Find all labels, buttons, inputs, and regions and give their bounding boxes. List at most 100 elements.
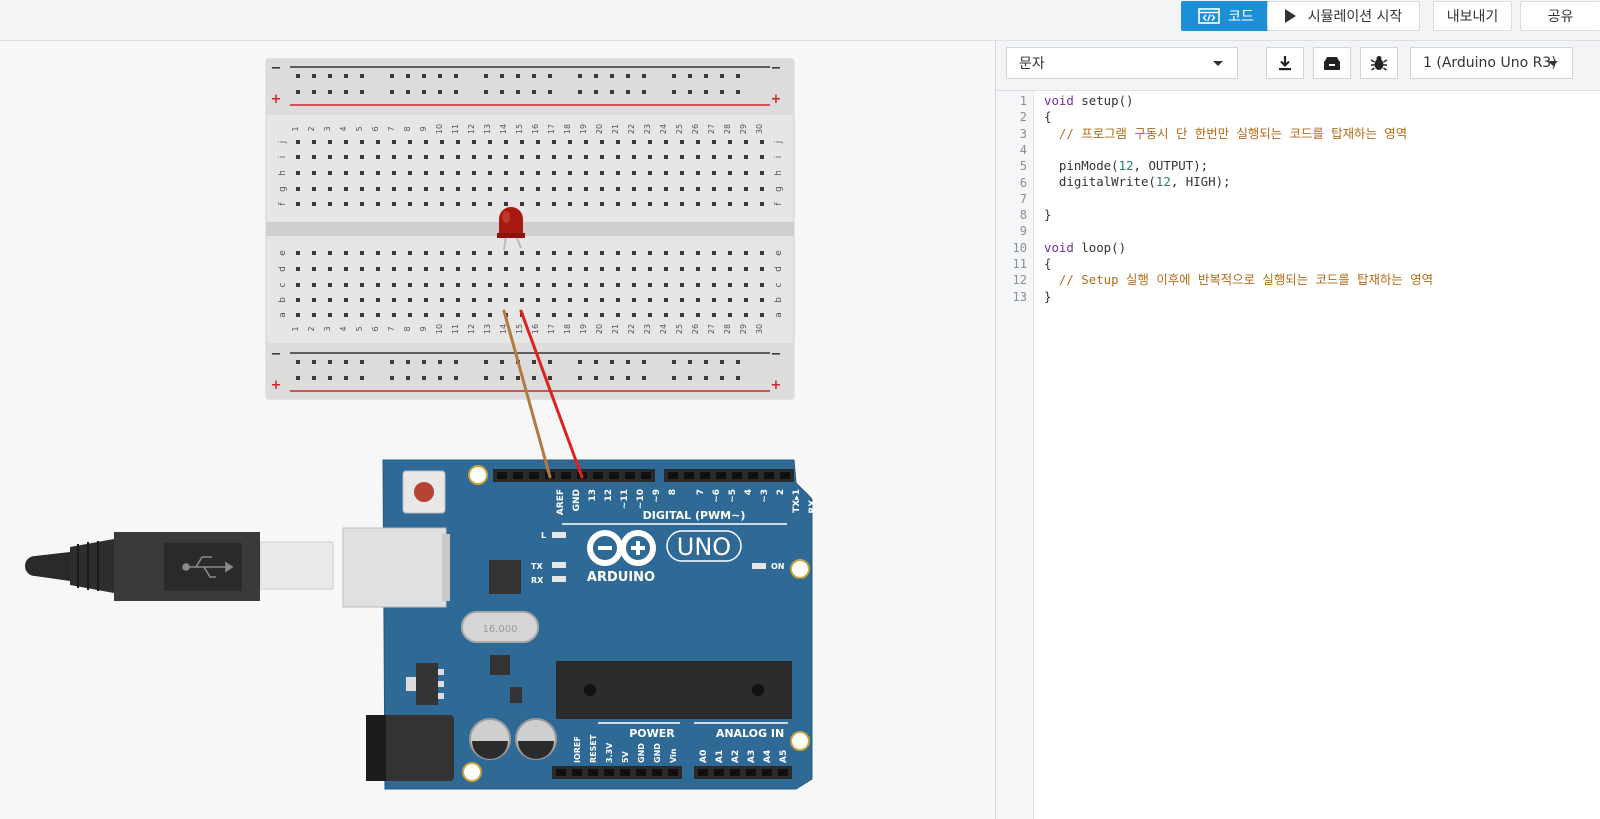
header-pin[interactable]	[684, 472, 694, 479]
breadboard-hole[interactable]	[632, 171, 636, 175]
breadboard-hole[interactable]	[552, 187, 556, 191]
breadboard-hole[interactable]	[616, 202, 620, 206]
breadboard-hole[interactable]	[504, 171, 508, 175]
breadboard-hole[interactable]	[504, 267, 508, 271]
breadboard-hole[interactable]	[488, 140, 492, 144]
breadboard-hole[interactable]	[296, 251, 300, 255]
breadboard-hole[interactable]	[296, 74, 300, 78]
breadboard-hole[interactable]	[728, 202, 732, 206]
breadboard-hole[interactable]	[552, 267, 556, 271]
breadboard-hole[interactable]	[484, 376, 488, 380]
breadboard-hole[interactable]	[712, 267, 716, 271]
header-pin[interactable]	[716, 472, 726, 479]
breadboard-hole[interactable]	[536, 202, 540, 206]
breadboard-hole[interactable]	[440, 283, 444, 287]
header-pin[interactable]	[513, 472, 523, 479]
breadboard-hole[interactable]	[760, 171, 764, 175]
breadboard-hole[interactable]	[344, 251, 348, 255]
breadboard-hole[interactable]	[472, 140, 476, 144]
breadboard-hole[interactable]	[760, 251, 764, 255]
breadboard-hole[interactable]	[520, 251, 524, 255]
breadboard-hole[interactable]	[744, 140, 748, 144]
breadboard-hole[interactable]	[728, 187, 732, 191]
breadboard-hole[interactable]	[422, 360, 426, 364]
breadboard-hole[interactable]	[408, 298, 412, 302]
breadboard-hole[interactable]	[392, 202, 396, 206]
breadboard-hole[interactable]	[424, 267, 428, 271]
breadboard-hole[interactable]	[360, 251, 364, 255]
wires[interactable]	[502, 309, 584, 479]
breadboard-hole[interactable]	[664, 202, 668, 206]
breadboard-hole[interactable]	[424, 202, 428, 206]
breadboard-hole[interactable]	[488, 187, 492, 191]
breadboard-hole[interactable]	[406, 360, 410, 364]
breadboard-hole[interactable]	[296, 202, 300, 206]
breadboard-hole[interactable]	[488, 171, 492, 175]
breadboard-hole[interactable]	[642, 74, 646, 78]
breadboard-hole[interactable]	[680, 187, 684, 191]
breadboard-hole[interactable]	[672, 360, 676, 364]
breadboard-hole[interactable]	[760, 267, 764, 271]
breadboard-hole[interactable]	[360, 90, 364, 94]
breadboard-hole[interactable]	[328, 187, 332, 191]
breadboard-hole[interactable]	[328, 298, 332, 302]
breadboard-hole[interactable]	[736, 74, 740, 78]
breadboard-hole[interactable]	[390, 376, 394, 380]
breadboard-hole[interactable]	[390, 360, 394, 364]
breadboard-hole[interactable]	[376, 202, 380, 206]
breadboard-hole[interactable]	[744, 251, 748, 255]
breadboard-hole[interactable]	[704, 376, 708, 380]
download-button[interactable]	[1266, 47, 1304, 79]
breadboard-hole[interactable]	[712, 313, 716, 317]
breadboard-hole[interactable]	[664, 313, 668, 317]
breadboard-hole[interactable]	[664, 298, 668, 302]
breadboard-hole[interactable]	[578, 74, 582, 78]
breadboard-hole[interactable]	[390, 90, 394, 94]
breadboard-hole[interactable]	[456, 267, 460, 271]
breadboard-hole[interactable]	[296, 376, 300, 380]
breadboard-hole[interactable]	[648, 251, 652, 255]
breadboard-hole[interactable]	[664, 267, 668, 271]
breadboard-hole[interactable]	[516, 376, 520, 380]
breadboard-hole[interactable]	[424, 187, 428, 191]
breadboard-hole[interactable]	[616, 187, 620, 191]
breadboard-hole[interactable]	[408, 313, 412, 317]
wire-pin-12[interactable]	[519, 309, 584, 479]
breadboard-hole[interactable]	[438, 74, 442, 78]
header-pin[interactable]	[730, 769, 740, 776]
breadboard-hole[interactable]	[422, 90, 426, 94]
breadboard-hole[interactable]	[616, 251, 620, 255]
breadboard-hole[interactable]	[696, 155, 700, 159]
header-pin[interactable]	[668, 472, 678, 479]
breadboard-hole[interactable]	[360, 360, 364, 364]
breadboard-hole[interactable]	[632, 298, 636, 302]
breadboard-hole[interactable]	[520, 140, 524, 144]
breadboard-hole[interactable]	[712, 171, 716, 175]
breadboard-hole[interactable]	[520, 202, 524, 206]
breadboard-hole[interactable]	[680, 202, 684, 206]
breadboard-hole[interactable]	[312, 187, 316, 191]
header-pin[interactable]	[588, 769, 598, 776]
breadboard-hole[interactable]	[594, 90, 598, 94]
breadboard-hole[interactable]	[360, 155, 364, 159]
arduino-uno-board[interactable]: 16.000 ARDUINO UNO	[342, 459, 818, 790]
breadboard-hole[interactable]	[328, 251, 332, 255]
breadboard-hole[interactable]	[760, 298, 764, 302]
breadboard-hole[interactable]	[594, 376, 598, 380]
header-pin[interactable]	[497, 472, 507, 479]
breadboard-hole[interactable]	[600, 171, 604, 175]
breadboard-hole[interactable]	[600, 202, 604, 206]
breadboard-hole[interactable]	[488, 251, 492, 255]
breadboard-hole[interactable]	[328, 267, 332, 271]
breadboard-hole[interactable]	[312, 298, 316, 302]
breadboard-hole[interactable]	[344, 283, 348, 287]
breadboard-hole[interactable]	[296, 171, 300, 175]
breadboard-hole[interactable]	[696, 313, 700, 317]
breadboard-hole[interactable]	[344, 140, 348, 144]
breadboard-hole[interactable]	[454, 360, 458, 364]
breadboard-hole[interactable]	[500, 360, 504, 364]
breadboard-hole[interactable]	[376, 171, 380, 175]
breadboard-hole[interactable]	[536, 267, 540, 271]
breadboard-hole[interactable]	[642, 360, 646, 364]
